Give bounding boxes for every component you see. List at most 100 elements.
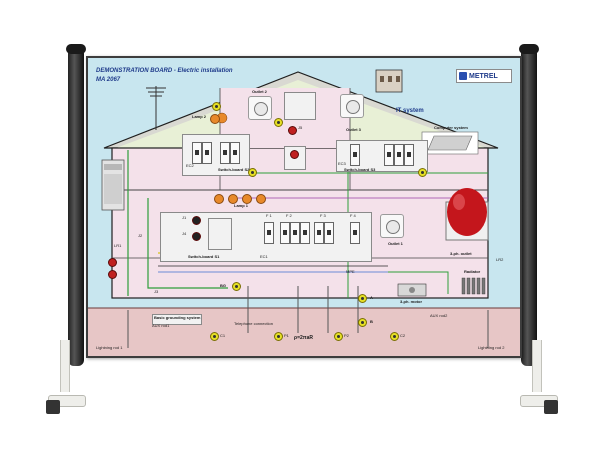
- f2-breaker-2[interactable]: [290, 222, 300, 244]
- board-model: MA 2067: [96, 77, 121, 83]
- s2-terminal[interactable]: [248, 168, 257, 177]
- lamp1-bulb-1-icon[interactable]: [214, 194, 224, 204]
- board-title: DEMONSTRATION BOARD - Electric installat…: [96, 68, 233, 74]
- s3-breaker-3[interactable]: [394, 144, 404, 166]
- ec3-label: EC3: [338, 161, 346, 166]
- switchboard-s1-label: Switch-board S1: [188, 254, 220, 259]
- outlet1-label: Outlet 1: [388, 241, 403, 246]
- outlet3-socket-icon[interactable]: [340, 94, 364, 118]
- j3-label: J3: [154, 289, 159, 294]
- b-label: B: [370, 319, 373, 324]
- left-foot-pad: [46, 400, 60, 414]
- red-lamp-dome-icon[interactable]: [444, 184, 490, 244]
- basic-grounding-box: [152, 314, 202, 325]
- s2-breaker-1[interactable]: [192, 142, 202, 164]
- s2-breaker-4[interactable]: [230, 142, 240, 164]
- radiator-label: Radiator: [464, 269, 481, 274]
- p1-terminal[interactable]: [274, 332, 283, 341]
- outlet1-socket-icon[interactable]: [380, 214, 404, 238]
- demonstration-board: DEMONSTRATION BOARD - Electric installat…: [86, 56, 522, 358]
- pe-formula: ρ=2πaR: [294, 335, 314, 341]
- j2-label: J2: [138, 233, 143, 238]
- aux-rod1-label: AUX rod1: [152, 323, 170, 328]
- f4-breaker[interactable]: [350, 222, 360, 244]
- f1-label: F 1: [266, 213, 272, 218]
- lr1-connector[interactable]: [108, 258, 117, 267]
- right-stand-pillar: [521, 48, 537, 366]
- c2-label: C2: [400, 333, 406, 338]
- computer-system-label: Computer system: [434, 125, 468, 130]
- left-stand-cap: [66, 44, 86, 54]
- brand-name: METREL: [469, 72, 498, 80]
- rcd-device[interactable]: [208, 218, 232, 250]
- bg-terminal[interactable]: [232, 282, 241, 291]
- ec1-label: EC1: [260, 254, 268, 259]
- outlet2-terminal-2[interactable]: [274, 118, 283, 127]
- three-ph-motor-label: 3-ph. motor: [400, 299, 422, 304]
- c2-terminal[interactable]: [390, 332, 399, 341]
- p1-label: P1: [284, 333, 289, 338]
- s3-terminal[interactable]: [418, 168, 427, 177]
- s3-breaker-1[interactable]: [350, 144, 360, 166]
- lamp2-label: Lamp 2: [192, 114, 207, 119]
- j1-label: J1: [182, 215, 187, 220]
- test-device-button[interactable]: [290, 150, 299, 159]
- lamp1-label: Lamp 1: [234, 203, 249, 208]
- j1-connector[interactable]: [192, 216, 201, 225]
- lamp1-bulb-2-icon[interactable]: [228, 194, 238, 204]
- switchboard-s3-label: Switch-board S3: [344, 167, 376, 172]
- f3-breaker-1[interactable]: [314, 222, 324, 244]
- lr1-connector-2[interactable]: [108, 270, 117, 279]
- mpe-label: MPE: [346, 269, 355, 274]
- outlet2-terminal-1[interactable]: [212, 102, 221, 111]
- ec2-label: EC2: [186, 163, 194, 168]
- brand-mark-icon: [459, 72, 467, 80]
- p2-terminal[interactable]: [334, 332, 343, 341]
- f2-breaker-3[interactable]: [300, 222, 310, 244]
- telephone-connection-label: Telephone connection: [234, 321, 273, 326]
- f3-label: F 3: [320, 213, 326, 218]
- p2-label: P2: [344, 333, 349, 338]
- outlet2-socket-icon[interactable]: [248, 96, 272, 120]
- it-system-label: IT system: [396, 108, 424, 114]
- lightning-rod1-label: Lightning rod 1: [96, 345, 123, 350]
- switchboard-s2-label: Switch-board S2: [218, 167, 250, 172]
- j4-label: J4: [182, 231, 187, 236]
- right-foot-pad: [544, 400, 558, 414]
- lamp1-bulb-4-icon[interactable]: [256, 194, 266, 204]
- c1-label: C1: [220, 333, 226, 338]
- c1-terminal[interactable]: [210, 332, 219, 341]
- three-ph-outlet-label: 3-ph. outlet: [450, 251, 472, 256]
- brand-logo: METREL: [456, 69, 512, 83]
- right-stand-leg: [532, 340, 542, 392]
- f1-breaker[interactable]: [264, 222, 274, 244]
- s3-breaker-4[interactable]: [404, 144, 414, 166]
- outlet2-label: Outlet 2: [252, 89, 267, 94]
- outlet2-cable-box: [284, 92, 316, 120]
- a-label: A: [370, 295, 373, 300]
- lamp2-bulb-icon[interactable]: [210, 114, 220, 124]
- j5-connector[interactable]: [288, 126, 297, 135]
- bg-label: BG: [220, 283, 226, 288]
- j5-label: J5: [298, 125, 303, 130]
- left-stand-pillar: [68, 48, 84, 366]
- a-terminal[interactable]: [358, 294, 367, 303]
- aux-rod2-label: AUX rod2: [430, 313, 448, 318]
- s2-breaker-3[interactable]: [220, 142, 230, 164]
- f3-breaker-2[interactable]: [324, 222, 334, 244]
- s2-breaker-2[interactable]: [202, 142, 212, 164]
- f4-label: F 4: [350, 213, 356, 218]
- b-terminal[interactable]: [358, 318, 367, 327]
- f2-label: F 2: [286, 213, 292, 218]
- lr2-label: LR2: [496, 257, 504, 262]
- outlet3-label: Outlet 3: [346, 127, 361, 132]
- lamp1-bulb-3-icon[interactable]: [242, 194, 252, 204]
- s3-breaker-2[interactable]: [384, 144, 394, 166]
- j4-connector[interactable]: [192, 232, 201, 241]
- lr1-label: LR1: [114, 243, 122, 248]
- f2-breaker-1[interactable]: [280, 222, 290, 244]
- right-stand-cap: [519, 44, 539, 54]
- basic-grounding-label: Basic grounding system: [154, 315, 201, 320]
- left-stand-leg: [60, 340, 70, 392]
- lightning-rod2-label: Lightning rod 2: [478, 345, 505, 350]
